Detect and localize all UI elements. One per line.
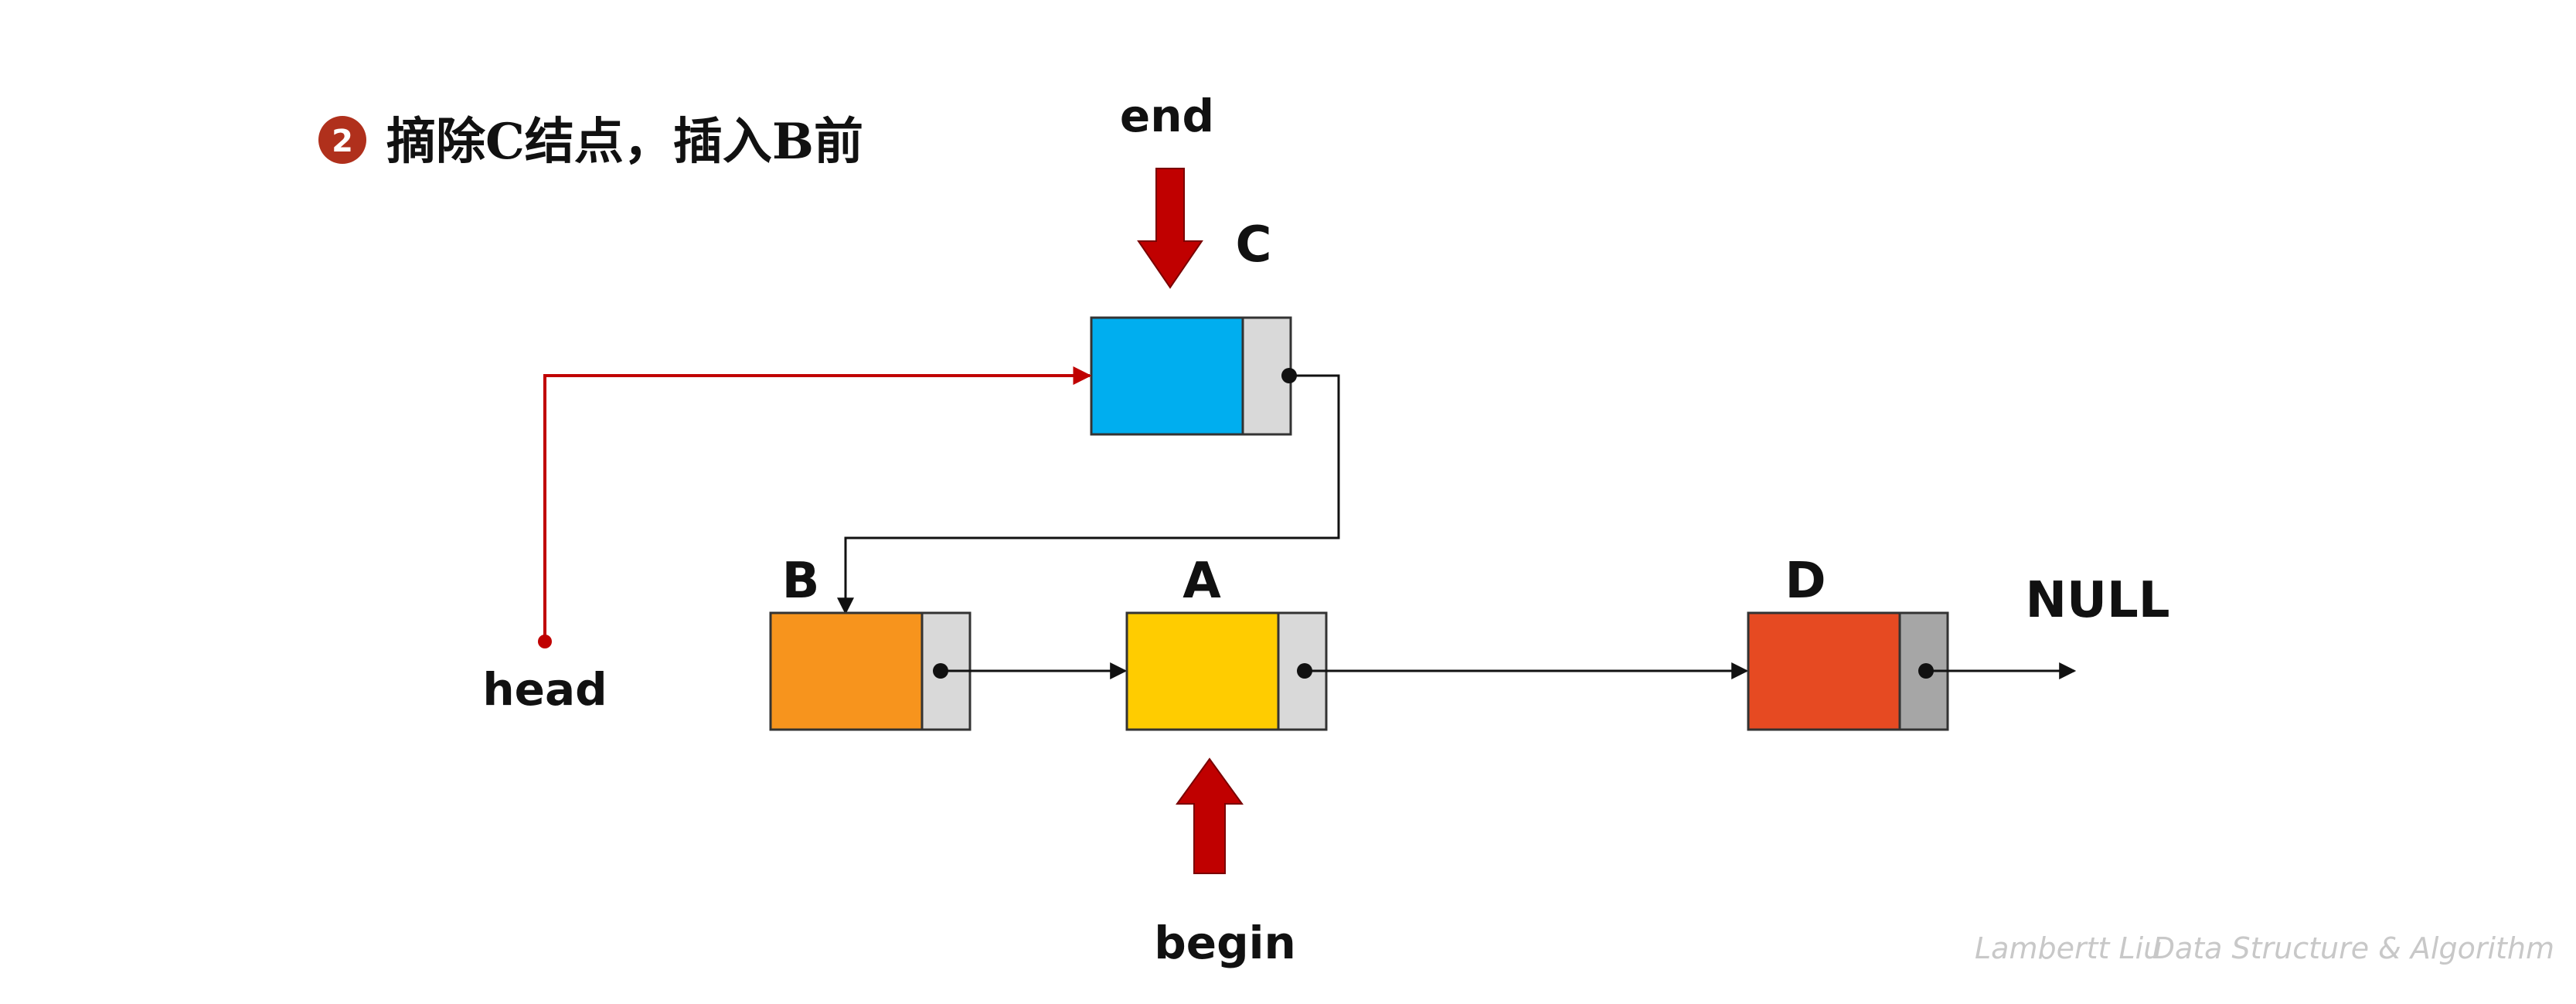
node-a: A [1125, 553, 1328, 731]
begin-arrow-icon [1176, 757, 1244, 874]
footer: Lambertt Liu Data Structure & Algorithm [1975, 931, 2554, 965]
node-b-label: B [782, 553, 820, 610]
step-number: 2 [332, 124, 353, 159]
node-b-data-cell [769, 611, 924, 731]
slide-title: 2 摘除C结点，插入B前 [318, 113, 863, 171]
head-label: head [482, 663, 607, 716]
head-link [543, 366, 1092, 640]
node-a-data-cell [1125, 611, 1280, 731]
null-label: NULL [2025, 572, 2169, 629]
head-dot [538, 635, 552, 648]
node-d-data-cell [1747, 611, 1901, 731]
step-badge [318, 116, 366, 164]
node-c-label: C [1236, 216, 1272, 274]
end-pointer: end [1120, 90, 1214, 289]
head-pointer: head [482, 366, 1092, 716]
footer-course: Data Structure & Algorithm [2152, 931, 2554, 965]
begin-label: begin [1154, 917, 1296, 969]
end-arrow-icon [1137, 168, 1203, 289]
node-d-label: D [1785, 553, 1826, 610]
node-c-data-cell [1090, 316, 1244, 436]
begin-pointer: begin [1154, 757, 1296, 969]
node-d: D [1747, 553, 1949, 731]
node-b: B [769, 553, 972, 731]
link-c-to-b [837, 374, 1340, 615]
node-a-label: A [1183, 553, 1221, 610]
title-text: 摘除C结点，插入B前 [386, 113, 863, 171]
footer-author: Lambertt Liu [1975, 931, 2162, 965]
end-label: end [1120, 90, 1214, 142]
